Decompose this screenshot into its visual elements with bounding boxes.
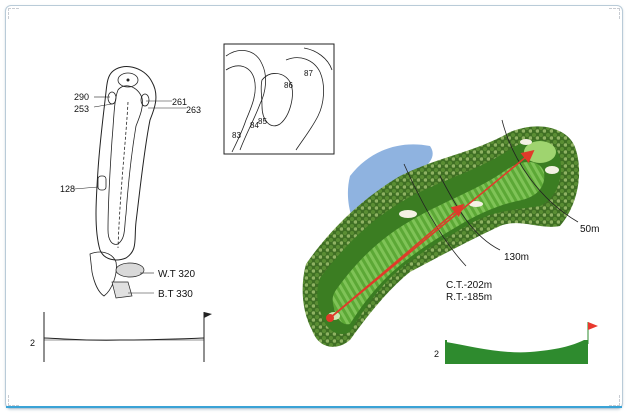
corner-mark: [609, 395, 620, 406]
profile-fill: [446, 340, 588, 364]
contour-label: 86: [284, 81, 293, 90]
white-tee-label: W.T 320: [158, 269, 195, 280]
white-tee-box: [115, 262, 145, 278]
corner-mark: [8, 8, 19, 19]
yardage-label: 128: [60, 184, 75, 194]
tee-area: [89, 251, 117, 297]
yardage-label: 290: [74, 92, 89, 102]
bunker: [520, 139, 532, 145]
hole-sketch: 290 253 261 263 128 W.T 320 B.T 330: [60, 66, 201, 300]
yardage-label: 261: [172, 97, 187, 107]
hole-3d-map: 50m 130m C.T.-202m R.T.-185m: [302, 119, 599, 347]
profile-height-label: 2: [434, 349, 439, 359]
yardage-label: 253: [74, 104, 89, 114]
bunker: [469, 201, 483, 207]
bunker: [545, 166, 559, 174]
blue-tee-label: B.T 330: [158, 289, 193, 300]
bunker: [140, 93, 150, 107]
fairway-outline: [107, 85, 143, 245]
bottom-rule: [6, 406, 622, 408]
distance-arc-50: [501, 119, 579, 223]
center-line: [117, 101, 129, 249]
distance-label-50: 50m: [580, 224, 599, 235]
distance-arc-130: [439, 175, 501, 251]
tee-marker: [326, 314, 334, 322]
contour-label: 83: [232, 131, 241, 140]
blue-tee-box: [111, 281, 133, 299]
bunker: [399, 210, 417, 218]
elevation-profile-3d: 2: [434, 322, 598, 364]
distance-label-ct: C.T.-202m: [446, 280, 492, 291]
elevation-profile-sketch: 2: [30, 312, 212, 362]
fairway: [332, 161, 545, 325]
flag-icon: [204, 312, 212, 318]
bunker: [97, 175, 107, 191]
green-outline: [117, 72, 139, 88]
profile-line: [43, 337, 205, 341]
flag-icon: [588, 322, 598, 330]
green-contour-map: 87 86 85 84 83: [223, 43, 335, 155]
profile-height-label: 2: [30, 338, 35, 348]
contour-label: 84: [250, 121, 259, 130]
distance-arc-ct: [403, 163, 467, 267]
contour-label: 87: [304, 69, 313, 78]
distance-label-rt: R.T.-185m: [446, 292, 492, 303]
hole-outline: [95, 66, 157, 261]
bunker: [107, 91, 117, 105]
yardage-label: 263: [186, 105, 201, 115]
shot-arrow: [329, 149, 535, 319]
corner-mark: [8, 395, 19, 406]
contour-label: 85: [258, 117, 267, 126]
corner-mark: [609, 8, 620, 19]
distance-label-130: 130m: [504, 252, 529, 263]
